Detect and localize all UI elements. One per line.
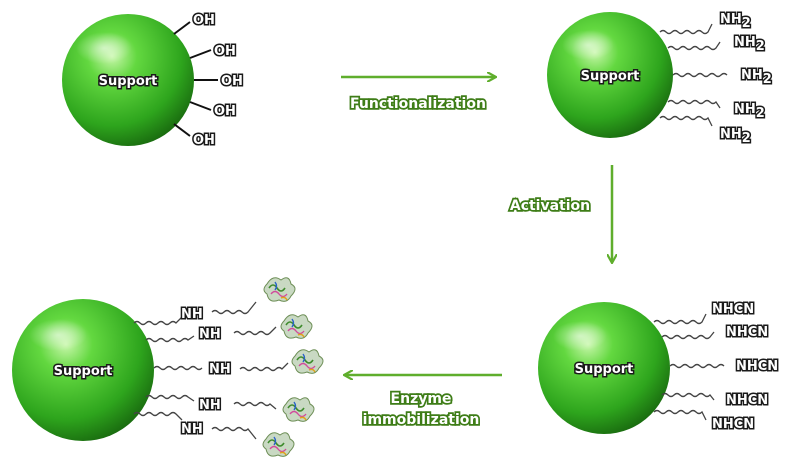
support-label: Support bbox=[575, 362, 634, 377]
amine-group-2: NH2 bbox=[734, 35, 765, 54]
support-sphere-enzyme: Support bbox=[12, 299, 154, 441]
activation-step: Activation bbox=[508, 165, 612, 262]
hydroxyl-group-3: OH bbox=[221, 74, 243, 89]
amine-group-4: NH2 bbox=[734, 102, 765, 121]
linked-amine-labels: NH NH NH NH NH bbox=[180, 306, 233, 439]
linked-amine-2: NH bbox=[199, 327, 221, 342]
amine-group-labels: NH2 NH2 NH2 NH2 NH2 bbox=[719, 11, 774, 148]
hydroxyl-groups: OH OH OH OH OH bbox=[173, 12, 244, 150]
enzyme-immobilization-label-line1: Enzyme bbox=[391, 391, 452, 407]
cyanamide-group-2: NHCN bbox=[726, 325, 768, 340]
support-label: Support bbox=[581, 69, 640, 84]
hydroxyl-group-2: OH bbox=[214, 44, 236, 59]
cyanamide-group-3: NHCN bbox=[736, 359, 778, 374]
hydroxyl-group-1: OH bbox=[193, 13, 215, 28]
amine-group-5: NH2 bbox=[720, 127, 751, 146]
amine-group-1: NH2 bbox=[720, 12, 751, 31]
enzyme-immobilization-label-line2: immobilization bbox=[363, 412, 480, 428]
cyanamide-group-labels: NHCN NHCN NHCN NHCN NHCN bbox=[711, 301, 780, 434]
amine-group-3: NH2 bbox=[741, 68, 772, 87]
linked-amine-3: NH bbox=[209, 362, 231, 377]
amine-groups bbox=[659, 23, 728, 127]
enzyme-icon bbox=[291, 349, 324, 374]
enzyme-icon bbox=[263, 277, 296, 302]
enzyme-tethers-outer bbox=[211, 301, 289, 440]
enzyme-icon bbox=[282, 397, 315, 422]
hydroxyl-group-4: OH bbox=[214, 104, 236, 119]
support-sphere-hydroxyl: Support bbox=[62, 14, 194, 146]
linked-amine-5: NH bbox=[181, 422, 203, 437]
enzyme-icon bbox=[280, 314, 313, 339]
linked-amine-1: NH bbox=[181, 307, 203, 322]
enzyme-icon bbox=[262, 432, 295, 457]
enzyme-immobilization-step: Enzyme immobilization bbox=[345, 375, 502, 430]
cyanamide-group-1: NHCN bbox=[712, 302, 754, 317]
support-label: Support bbox=[54, 364, 113, 379]
cyanamide-group-4: NHCN bbox=[726, 393, 768, 408]
hydroxyl-group-5: OH bbox=[193, 133, 215, 148]
support-sphere-amine: Support bbox=[547, 12, 673, 138]
support-sphere-cyanamide: Support bbox=[538, 302, 670, 434]
activation-label: Activation bbox=[510, 198, 590, 214]
functionalization-step: Functionalization bbox=[341, 77, 495, 114]
enzyme-tethers-inner bbox=[133, 316, 203, 421]
cyanamide-group-5: NHCN bbox=[712, 417, 754, 432]
linked-amine-4: NH bbox=[199, 398, 221, 413]
support-label: Support bbox=[99, 74, 158, 89]
enzyme-icons bbox=[262, 277, 324, 457]
cyanamide-tethers bbox=[653, 313, 725, 421]
functionalization-label: Functionalization bbox=[350, 96, 486, 112]
